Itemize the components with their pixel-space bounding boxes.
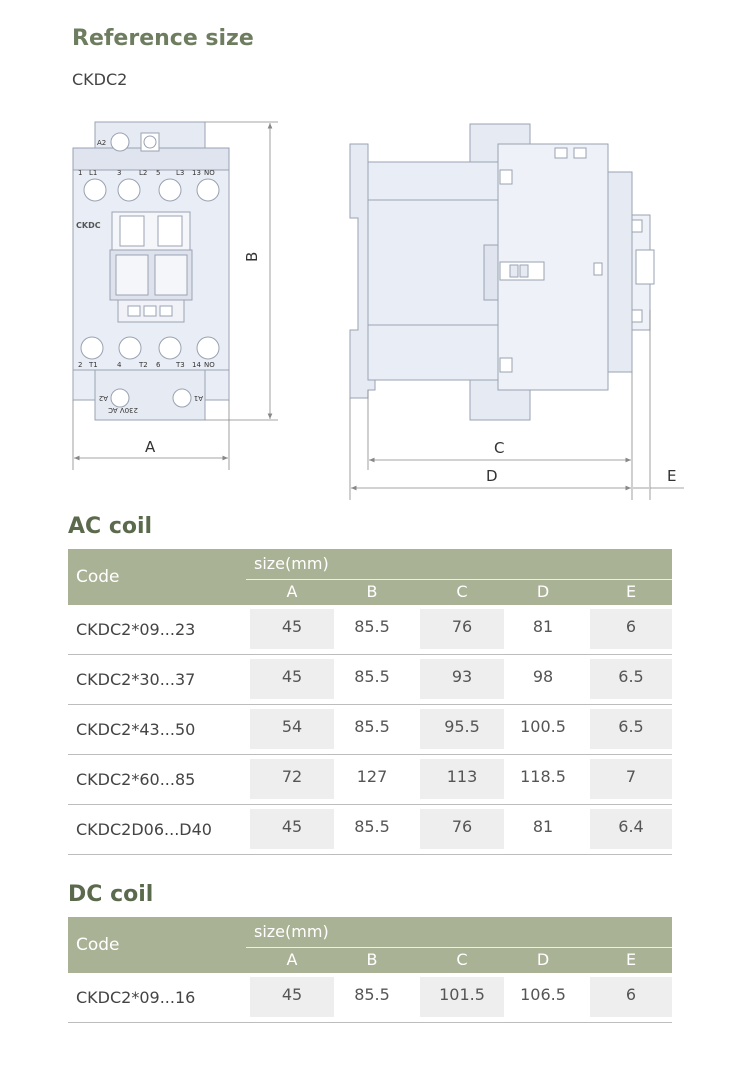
cell-c: 93 [420,659,504,699]
col-d-header: D [536,582,550,601]
cell-e: 6.5 [590,659,672,699]
terminal-top-6: L3 [176,169,184,177]
terminal-top-4: L2 [139,169,147,177]
dimension-a [72,400,230,470]
cell-c: 113 [420,759,504,799]
cell-c: 76 [420,609,504,649]
dimension-drawing: A2 1 L1 3 L2 5 L3 13 NO CKDC 2 T1 4 T2 6… [72,121,684,500]
cell-a: 45 [250,977,334,1017]
cell-a: 45 [250,609,334,649]
cell-d: 118.5 [520,767,566,786]
row-code: CKDC2*09...23 [76,620,196,639]
cell-a: 72 [250,759,334,799]
cell-b: 85.5 [354,985,390,1004]
cell-c: 95.5 [420,709,504,749]
cell-e: 6.4 [590,809,672,849]
cell-e: 6 [590,609,672,649]
cell-b: 85.5 [354,667,390,686]
terminal-bottom-8: NO [204,361,215,369]
cell-e: 7 [590,759,672,799]
terminal-bottom-5: 6 [156,361,161,369]
dim-label-d: D [486,467,498,485]
ac-coil-heading: AC coil [68,514,153,539]
table-row: CKDC2*30...37 45 85.5 93 98 6.5 [68,655,672,705]
cell-a: 45 [250,659,334,699]
row-code: CKDC2*09...16 [76,988,196,1007]
side-view [349,123,655,421]
col-b-header: B [366,950,378,969]
cell-b: 85.5 [354,617,390,636]
table-row: CKDC2*60...85 72 127 113 118.5 7 [68,755,672,805]
terminal-top-3: 3 [117,169,121,177]
cell-c: 76 [420,809,504,849]
terminal-bottom-1: 2 [78,361,82,369]
row-code: CKDC2*43...50 [76,720,196,739]
cell-b: 85.5 [354,817,390,836]
cell-d: 98 [532,667,554,686]
dim-label-c: C [494,439,504,457]
terminal-bottom-3: 4 [117,361,122,369]
dim-label-e: E [667,467,676,485]
dc-coil-table: Code size(mm) A B C D E CKDC2*09...16 45 8… [68,917,672,1023]
cell-d: 106.5 [520,985,566,1004]
cell-d: 81 [532,817,554,836]
cell-e: 6 [590,977,672,1017]
terminal-top-8: NO [204,169,215,177]
col-b-header: B [366,582,378,601]
a2-bottom-label: A2 [99,394,108,402]
cell-c: 101.5 [420,977,504,1017]
cell-b: 85.5 [354,717,390,736]
row-code: CKDC2D06...D40 [76,820,212,839]
ac-table-header: Code size(mm) A B C D E [68,549,672,605]
dc-coil-heading: DC coil [68,882,154,907]
terminal-bottom-2: T1 [88,361,98,369]
dim-label-a: A [145,438,156,456]
size-header: size(mm) [254,922,329,941]
size-header: size(mm) [254,554,329,573]
terminal-bottom-6: T3 [175,361,185,369]
table-row: CKDC2*09...16 45 85.5 101.5 106.5 6 [68,973,672,1023]
terminal-top-7: 13 [192,169,201,177]
cell-b: 127 [356,767,388,786]
ac-coil-table: Code size(mm) A B C D E CKDC2*09...23 45 8… [68,549,672,855]
terminal-bottom-4: T2 [138,361,148,369]
model-name: CKDC2 [72,70,128,89]
terminal-top-2: L1 [89,169,97,177]
dimension-b [205,121,278,421]
terminal-top-5: 5 [156,169,160,177]
col-e-header: E [625,582,637,601]
cell-d: 81 [532,617,554,636]
dimension-cde [349,310,684,500]
col-c-header: C [456,582,468,601]
table-row: CKDC2*43...50 54 85.5 95.5 100.5 6.5 [68,705,672,755]
cell-e: 6.5 [590,709,672,749]
cell-a: 54 [250,709,334,749]
brand-label: CKDC [76,221,101,230]
cell-a: 45 [250,809,334,849]
row-code: CKDC2*60...85 [76,770,196,789]
terminal-top-1: 1 [78,169,82,177]
dim-label-b: B [243,252,261,262]
cell-d: 100.5 [520,717,566,736]
col-d-header: D [536,950,550,969]
page-title: Reference size [72,26,254,51]
front-view [72,121,230,421]
terminal-bottom-7: 14 [192,361,201,369]
a2-top-label: A2 [97,139,106,147]
col-c-header: C [456,950,468,969]
table-row: CKDC2*09...23 45 85.5 76 81 6 [68,605,672,655]
col-a-header: A [286,582,298,601]
front-view-labels: A2 1 L1 3 L2 5 L3 13 NO CKDC 2 T1 4 T2 6… [76,139,215,414]
col-a-header: A [286,950,298,969]
coil-rating-label: 230V AC [108,406,138,414]
a1-bottom-label: A1 [194,394,203,402]
table-row: CKDC2D06...D40 45 85.5 76 81 6.4 [68,805,672,855]
code-header: Code [76,567,120,587]
code-header: Code [76,935,120,955]
row-code: CKDC2*30...37 [76,670,196,689]
dc-table-header: Code size(mm) A B C D E [68,917,672,973]
col-e-header: E [625,950,637,969]
